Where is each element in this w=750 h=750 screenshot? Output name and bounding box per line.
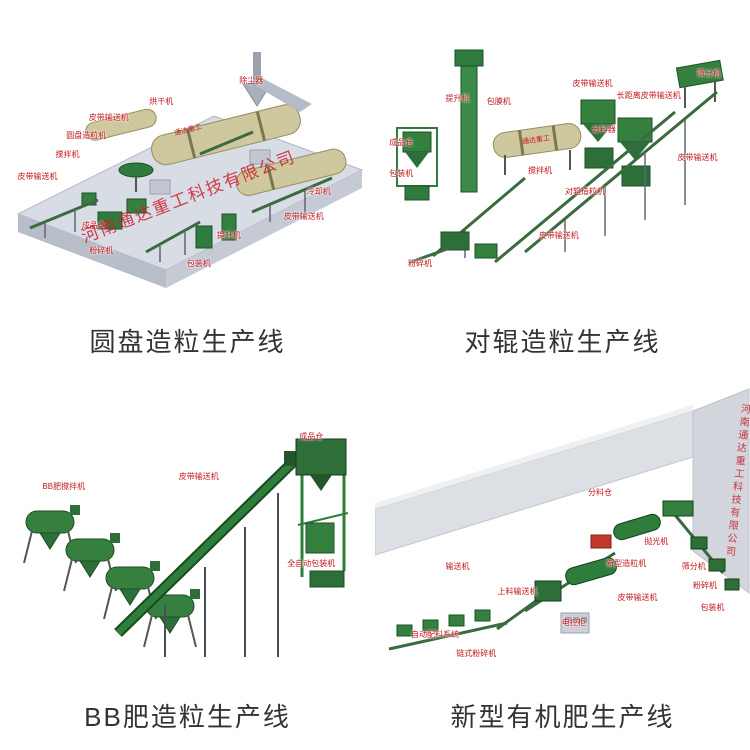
roller-granulation-diagram: 提升机包膜机皮带输送机长距离皮带输送机筛分机分料器皮带输送机成品仓包装机搅拌机对… bbox=[375, 0, 750, 310]
panel-caption-bb: BB肥造粒生产线 bbox=[84, 702, 291, 732]
bb-fertilizer-illustration bbox=[23, 438, 349, 657]
organic-fertilizer-diagram: 分料仓输送机上料输送机新型造粒机抛光机筛分机粉碎机包装机皮带输送机电控柜自动配料… bbox=[375, 375, 750, 685]
panel-disc-granulation: 除尘器烘干机皮带输送机圆盘造粒机搅拌机皮带输送机成品仓粉碎机提升机包装机冷却机皮… bbox=[0, 0, 375, 375]
panel-caption-roller: 对辊造粒生产线 bbox=[464, 327, 661, 357]
panel-caption-organic: 新型有机肥生产线 bbox=[450, 702, 675, 732]
roller-granulation-illustration bbox=[396, 49, 724, 264]
bb-fertilizer-diagram: BB肥搅拌机皮带输送机成品仓全自动包装机 bbox=[0, 375, 375, 685]
panel-roller-granulation: 提升机包膜机皮带输送机长距离皮带输送机筛分机分料器皮带输送机成品仓包装机搅拌机对… bbox=[375, 0, 750, 375]
panel-organic-fertilizer: 分料仓输送机上料输送机新型造粒机抛光机筛分机粉碎机包装机皮带输送机电控柜自动配料… bbox=[375, 375, 750, 750]
panel-bb-fertilizer: BB肥搅拌机皮带输送机成品仓全自动包装机 BB肥造粒生产线 bbox=[0, 375, 375, 750]
organic-fertilizer-illustration bbox=[375, 388, 750, 651]
panel-caption-disc: 圆盘造粒生产线 bbox=[89, 327, 286, 357]
disc-granulation-diagram: 除尘器烘干机皮带输送机圆盘造粒机搅拌机皮带输送机成品仓粉碎机提升机包装机冷却机皮… bbox=[0, 0, 375, 310]
disc-granulation-illustration bbox=[16, 52, 364, 288]
